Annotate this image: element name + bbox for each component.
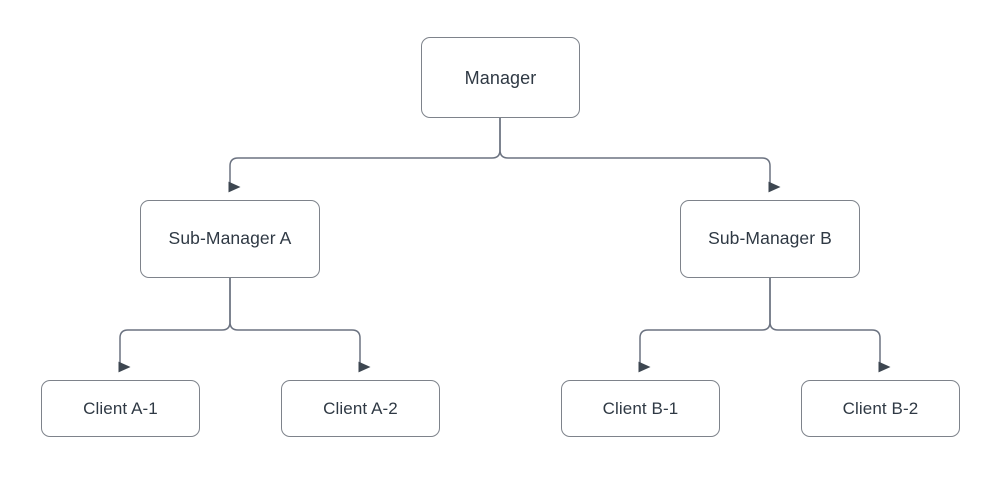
connector-sub-manager-b-to-client-b-2 <box>769 278 891 373</box>
connector-manager-to-sub-manager-a <box>228 118 501 193</box>
connector-sub-manager-b-to-client-b-1 <box>638 278 771 373</box>
node-client-a-2[interactable]: Client A-2 <box>281 380 440 437</box>
node-label: Manager <box>464 67 537 88</box>
node-manager[interactable]: Manager <box>421 37 580 118</box>
node-sub-manager-b[interactable]: Sub-Manager B <box>680 200 860 278</box>
node-client-b-2[interactable]: Client B-2 <box>801 380 960 437</box>
connector-manager-to-sub-manager-b <box>499 118 781 193</box>
node-client-a-1[interactable]: Client A-1 <box>41 380 200 437</box>
connector-sub-manager-a-to-client-a-1 <box>118 278 231 373</box>
node-label: Client A-1 <box>83 399 158 418</box>
node-label: Client B-1 <box>602 399 679 418</box>
node-label: Client B-2 <box>842 399 919 418</box>
node-client-b-1[interactable]: Client B-1 <box>561 380 720 437</box>
node-sub-manager-a[interactable]: Sub-Manager A <box>140 200 320 278</box>
node-label: Sub-Manager B <box>708 228 832 249</box>
node-label: Client A-2 <box>323 399 398 418</box>
connector-sub-manager-a-to-client-a-2 <box>229 278 371 373</box>
node-label: Sub-Manager A <box>168 228 292 249</box>
